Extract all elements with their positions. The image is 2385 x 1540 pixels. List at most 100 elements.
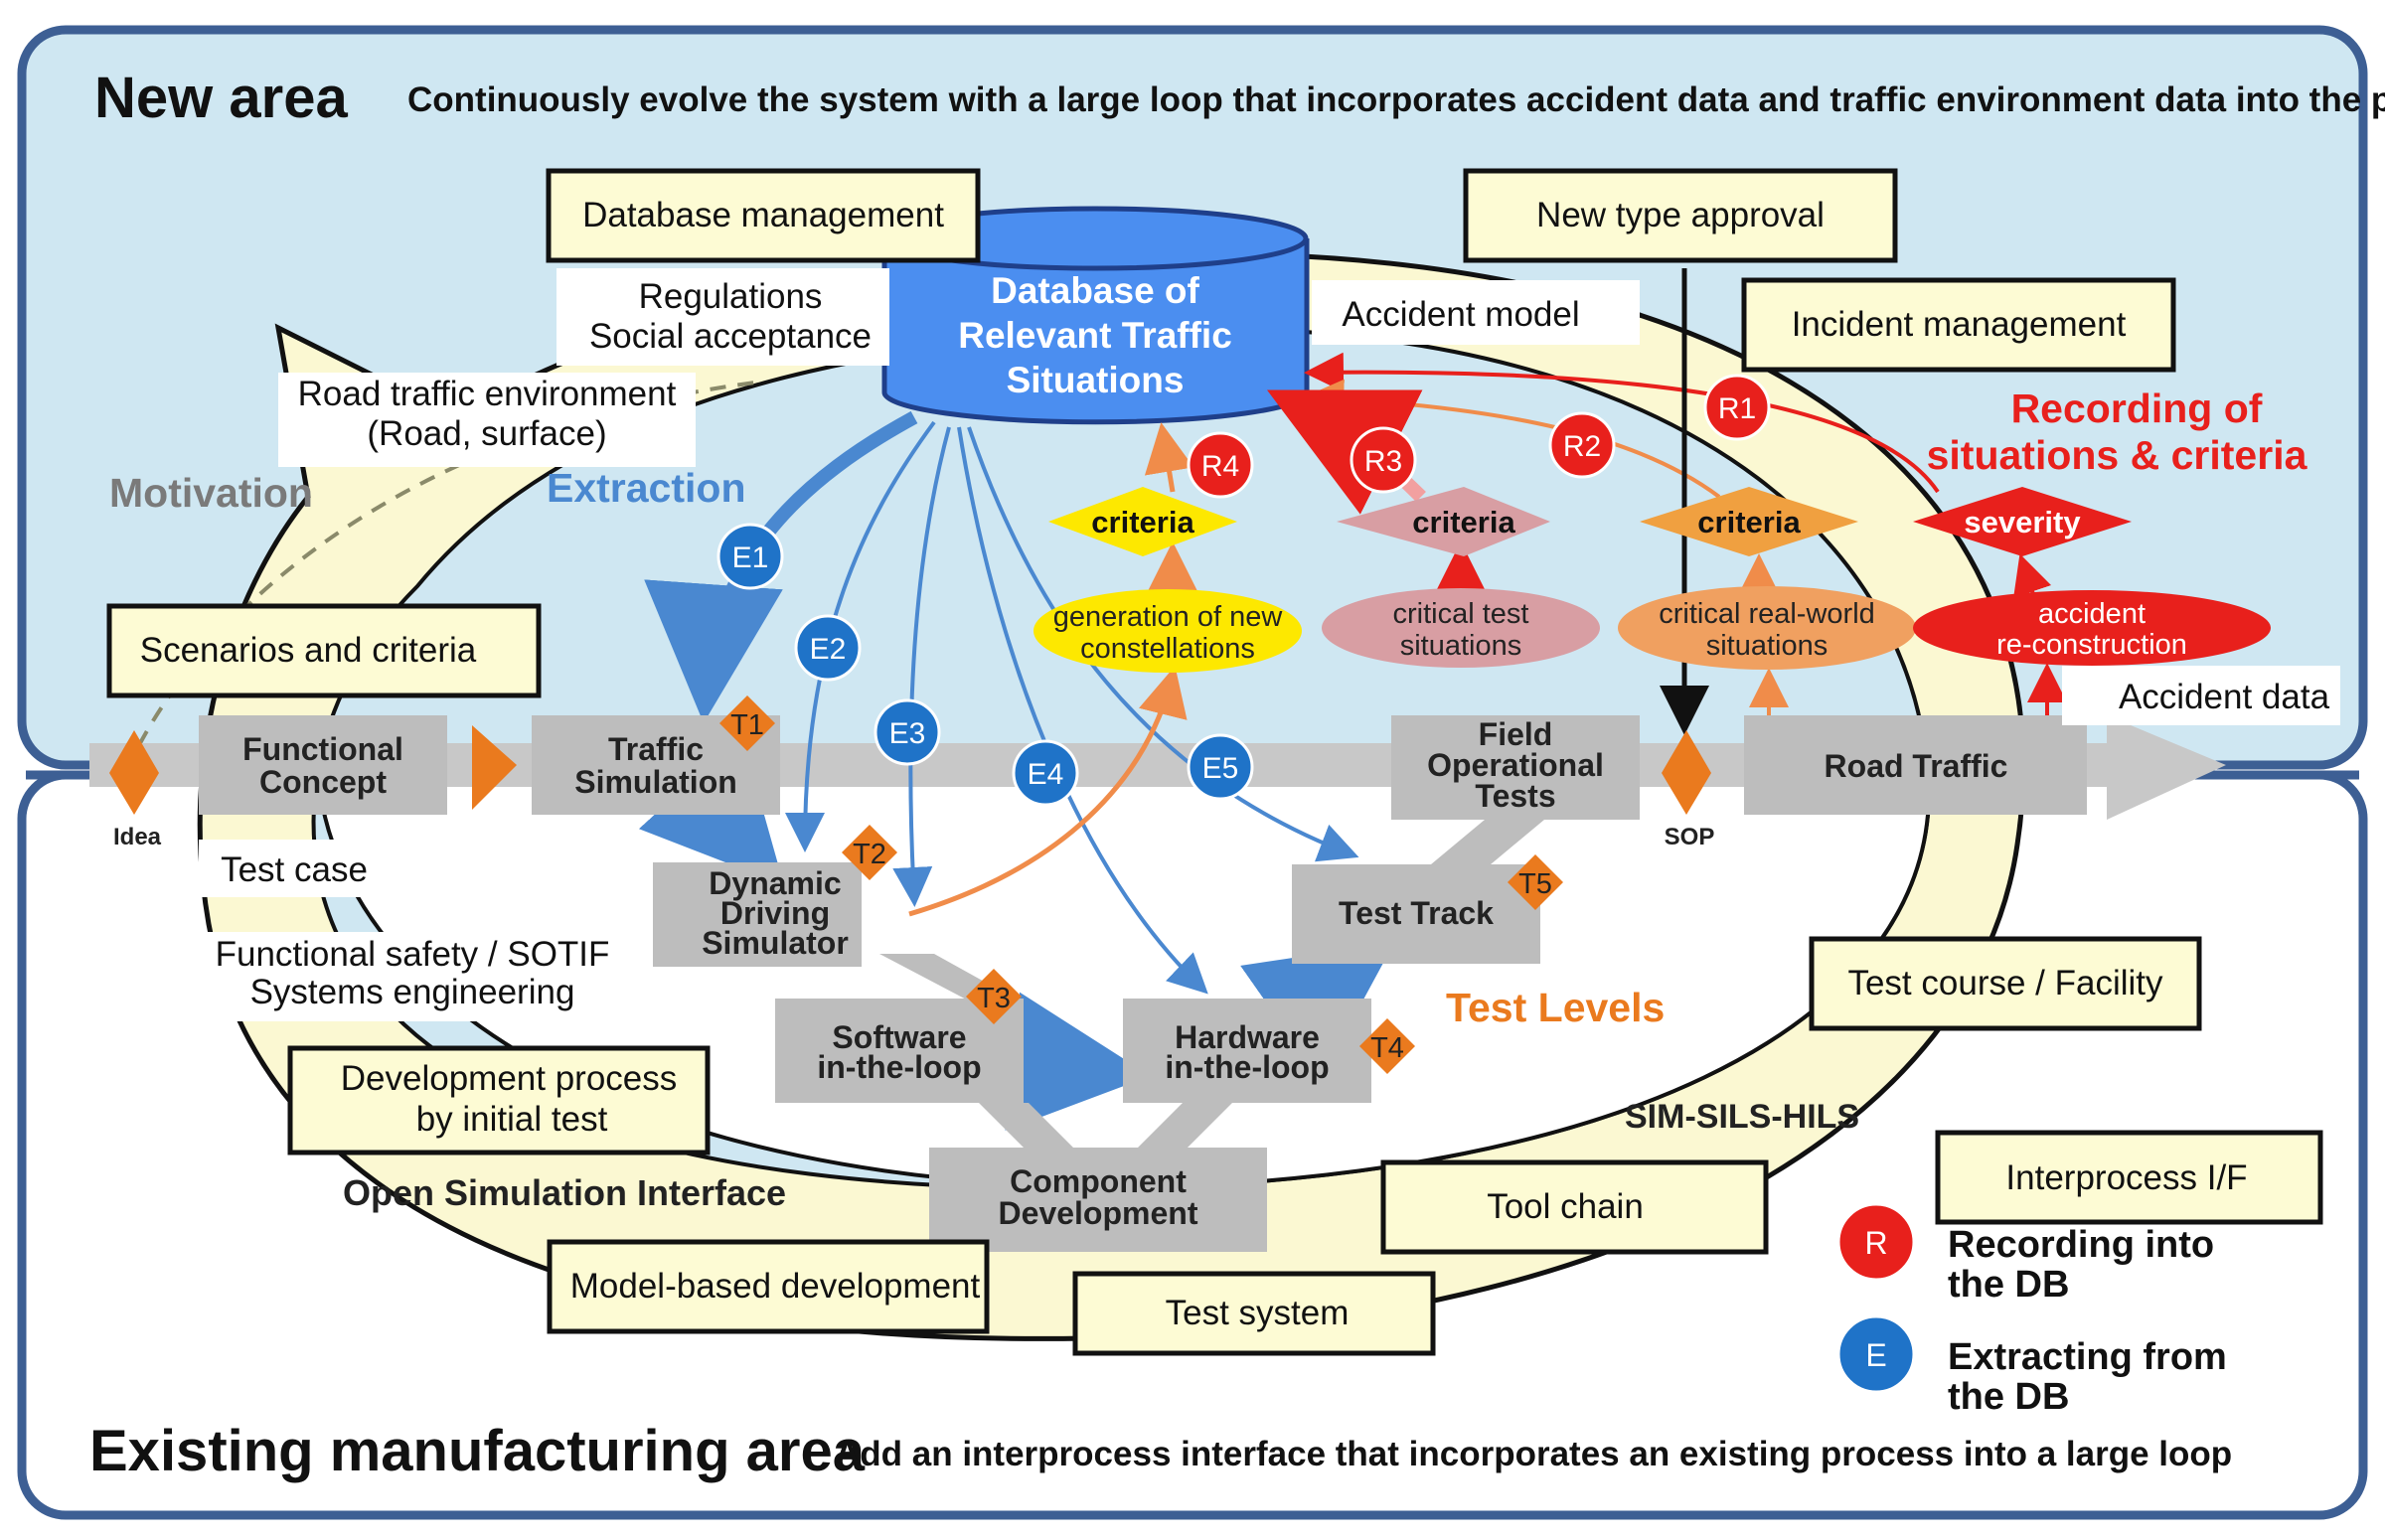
svg-text:Extracting from: Extracting from (1948, 1336, 2227, 1378)
svg-text:R4: R4 (1201, 450, 1239, 483)
svg-text:Model-based development: Model-based development (570, 1267, 981, 1306)
label-road-traffic-environment: Road traffic environment (Road, surface) (278, 373, 696, 467)
criteria-label-3: criteria (1697, 505, 1801, 539)
marker-r1: R1 (1703, 374, 1771, 441)
svg-text:E4: E4 (1028, 758, 1064, 791)
extraction-label: Extraction (547, 465, 746, 511)
box-database-management: Database management (546, 168, 981, 263)
label-test-case: Test case (199, 840, 388, 897)
box-incident-management: Incident management (1741, 277, 2176, 373)
marker-t3: T3 (966, 969, 1022, 1024)
svg-text:R: R (1864, 1225, 1887, 1261)
milestone-idea: Idea (109, 730, 162, 850)
svg-text:Database management: Database management (582, 196, 944, 234)
marker-t2: T2 (842, 825, 897, 880)
svg-text:R1: R1 (1718, 392, 1756, 425)
crit-test-line1: critical test (1393, 598, 1529, 630)
criteria-diamond-1: criteria (1048, 487, 1237, 556)
svg-text:Systems engineering: Systems engineering (250, 973, 575, 1011)
svg-text:Test course / Facility: Test course / Facility (1847, 964, 2163, 1002)
box-model-based-development: Model-based development (547, 1239, 990, 1334)
new-area-title: New area (94, 66, 348, 130)
recording-label-line1: Recording of (2011, 385, 2263, 431)
svg-text:Interprocess I/F: Interprocess I/F (2005, 1158, 2247, 1197)
gen-line2: constellations (1080, 633, 1255, 665)
process-box-dynamic-driving-simulator: Dynamic Driving Simulator (653, 862, 862, 967)
recording-arrows (908, 268, 2067, 917)
existing-area-description: Add an interprocess interface that incor… (835, 1435, 2232, 1473)
marker-e3: E3 (874, 698, 941, 766)
svg-text:Social acceptance: Social acceptance (589, 317, 872, 356)
sil-line1: Software (832, 1019, 966, 1055)
svg-text:R2: R2 (1563, 430, 1601, 463)
hil-line2: in-the-loop (1165, 1049, 1329, 1085)
svg-text:Scenarios and criteria: Scenarios and criteria (140, 631, 477, 670)
svg-text:T3: T3 (977, 983, 1011, 1014)
svg-text:Tool chain: Tool chain (1487, 1187, 1644, 1226)
label-functional-safety: Functional safety / SOTIF Systems engine… (204, 932, 621, 1021)
marker-t4: T4 (1359, 1018, 1415, 1074)
process-box-component-development: Component Development (929, 1148, 1267, 1252)
road-traffic-label: Road Traffic (1825, 748, 2008, 784)
label-regulations: Regulations Social acceptance (556, 268, 889, 366)
crit-real-line2: situations (1706, 630, 1828, 662)
crit-real-line1: critical real-world (1659, 598, 1875, 630)
svg-text:Accident data: Accident data (2119, 678, 2330, 716)
functional-concept-line2: Concept (259, 764, 387, 800)
idea-label: Idea (113, 824, 162, 850)
box-new-type-approval: New type approval (1463, 168, 1898, 263)
motivation-dashed (137, 381, 756, 746)
functional-arrow (472, 725, 517, 810)
database-title-line2: Relevant Traffic (958, 315, 1232, 356)
criteria-diamond-2: criteria (1337, 487, 1550, 556)
svg-text:Accident model: Accident model (1342, 295, 1579, 334)
sop-label: SOP (1665, 824, 1715, 850)
svg-text:Test case: Test case (221, 850, 368, 889)
open-simulation-interface-label: Open Simulation Interface (343, 1172, 786, 1213)
svg-text:T1: T1 (730, 709, 764, 741)
svg-text:Test system: Test system (1166, 1294, 1350, 1332)
svg-text:(Road, surface): (Road, surface) (367, 414, 606, 453)
motivation-label: Motivation (109, 470, 313, 516)
marker-t1: T1 (719, 695, 775, 751)
label-accident-data: Accident data (2062, 666, 2340, 725)
svg-text:New type approval: New type approval (1536, 196, 1825, 234)
new-area-description: Continuously evolve the system with a la… (407, 80, 2385, 119)
process-box-field-operational-tests: Field Operational Tests (1391, 715, 1640, 820)
field-tests-line1: Field (1479, 716, 1553, 752)
dds-line1: Dynamic (709, 865, 841, 901)
severity-diamond: severity (1913, 487, 2132, 556)
crit-test-line2: situations (1400, 630, 1522, 662)
marker-r2: R2 (1548, 411, 1616, 479)
main-bar-arrow (2107, 715, 2226, 820)
existing-area-title: Existing manufacturing area (89, 1419, 866, 1483)
svg-text:E3: E3 (889, 717, 926, 750)
marker-e2: E2 (794, 614, 862, 682)
legend-recording: R Recording into the DB (1836, 1202, 2214, 1306)
box-scenarios-and-criteria: Scenarios and criteria (106, 603, 542, 698)
gen-line1: generation of new (1053, 601, 1284, 633)
sil-line2: in-the-loop (817, 1049, 981, 1085)
svg-text:E1: E1 (732, 541, 769, 574)
sim-sils-hils-label: SIM-SILS-HILS (1625, 1098, 1859, 1136)
box-tool-chain: Tool chain (1380, 1159, 1769, 1255)
svg-text:E5: E5 (1202, 752, 1239, 785)
dds-line2: Driving (720, 895, 830, 931)
marker-r3: R3 (1350, 426, 1417, 494)
legend: R Recording into the DB E Extracting fro… (1836, 1202, 2227, 1418)
svg-text:R3: R3 (1364, 445, 1402, 478)
marker-t5: T5 (1508, 854, 1563, 910)
database-title-line1: Database of (991, 270, 1199, 311)
severity-label: severity (1964, 505, 2081, 539)
recording-label-line2: situations & criteria (1927, 432, 2308, 478)
marker-e4: E4 (1012, 739, 1079, 807)
box-test-system: Test system (1072, 1271, 1436, 1356)
svg-text:E: E (1865, 1337, 1886, 1373)
legend-extracting: E Extracting from the DB (1836, 1314, 2227, 1418)
process-box-test-track: Test Track (1292, 864, 1540, 964)
svg-text:the DB: the DB (1948, 1264, 2069, 1306)
box-development-process: Development process by initial test (287, 1045, 711, 1155)
svg-text:the DB: the DB (1948, 1376, 2069, 1418)
